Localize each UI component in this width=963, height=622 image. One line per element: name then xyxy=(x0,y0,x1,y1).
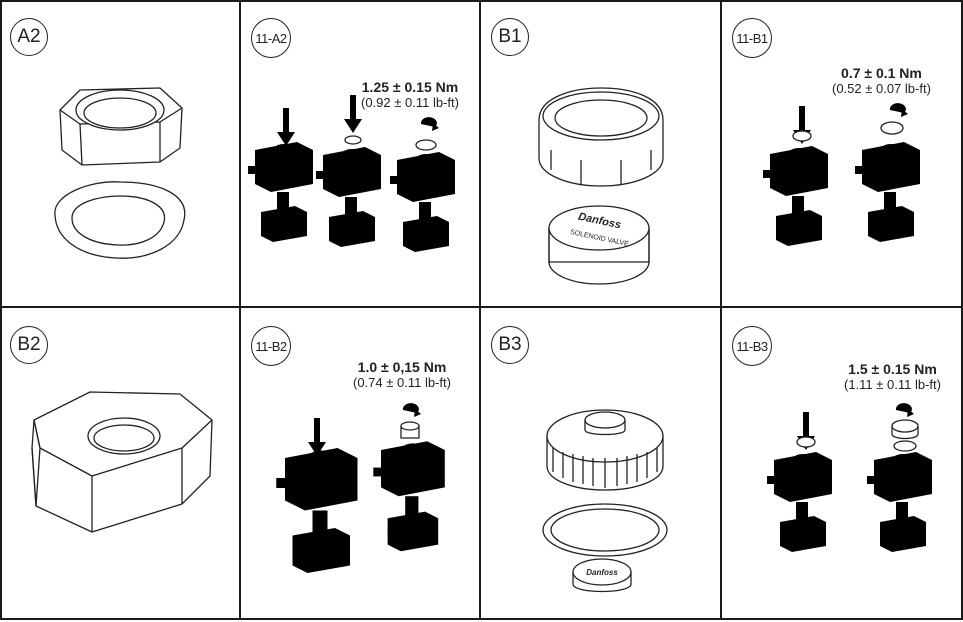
push-down-arrow-icon xyxy=(308,418,326,456)
solenoid-valve-icon xyxy=(373,441,445,552)
torque-lbft: (0.52 ± 0.07 lb-ft) xyxy=(832,81,931,96)
torque-spec: 1.0 ± 0,15 Nm (0.74 ± 0.11 lb-ft) xyxy=(353,359,451,391)
push-down-arrow-icon xyxy=(344,95,362,133)
torque-lbft: (0.92 ± 0.11 lb-ft) xyxy=(361,95,459,110)
solenoid-valve-icon xyxy=(763,146,828,246)
solenoid-valve-icon xyxy=(276,448,358,573)
torque-spec: 0.7 ± 0.1 Nm (0.52 ± 0.07 lb-ft) xyxy=(832,65,931,97)
coil-cap-icon: Danfoss SOLENOID VALVE xyxy=(548,205,650,285)
solenoid-valve-icon xyxy=(390,152,455,252)
solenoid-valve-icon xyxy=(248,142,313,242)
knurled-nut-and-cap-illustration: Danfoss SOLENOID VALVE xyxy=(538,87,664,285)
panel-label: 11-A2 xyxy=(251,18,291,58)
torque-spec: 1.25 ± 0.15 Nm (0.92 ± 0.11 lb-ft) xyxy=(361,79,459,111)
hex-nut-illustration xyxy=(31,391,213,533)
lock-nut-icon xyxy=(546,409,664,491)
panel-b1: B1 Danfoss SOLENOID VALVE xyxy=(481,0,722,308)
torque-nm: 1.0 ± 0,15 Nm xyxy=(357,359,447,375)
torque-nm: 1.5 ± 0.15 Nm xyxy=(848,361,937,377)
panel-11-b1: 11-B1 0.7 ± 0.1 Nm (0.52 ± 0.07 lb-ft) xyxy=(722,0,963,308)
lock-nut-icon xyxy=(59,87,183,166)
lock-nut-and-gasket-illustration xyxy=(54,87,186,259)
panel-label: A2 xyxy=(10,18,48,56)
solenoid-valve-icon xyxy=(767,452,832,552)
rotate-clockwise-icon xyxy=(889,103,908,117)
knob-seal-cap-illustration: Danfoss xyxy=(542,409,668,593)
coil-mounting-sequence xyxy=(248,95,455,252)
panel-label: B3 xyxy=(491,326,529,364)
panel-label: 11-B3 xyxy=(732,326,772,366)
gasket-icon xyxy=(54,181,186,259)
panel-b2: B2 xyxy=(0,308,241,620)
lock-nut-icon xyxy=(538,87,664,187)
panel-label: 11-B2 xyxy=(251,326,291,366)
solenoid-valve-icon xyxy=(867,452,932,552)
panel-11-a2: 11-A2 1.25 ± 0.15 Nm (0.92 ± 0.11 lb-ft) xyxy=(241,0,481,308)
panel-a2: A2 xyxy=(0,0,241,308)
svg-text:Danfoss: Danfoss xyxy=(586,568,618,577)
panel-b3: B3 Danfoss xyxy=(481,308,722,620)
torque-nm: 0.7 ± 0.1 Nm xyxy=(841,65,922,81)
torque-nm: 1.25 ± 0.15 Nm xyxy=(361,79,459,95)
panel-11-b2: 11-B2 1.0 ± 0,15 Nm (0.74 ± 0.11 lb-ft) xyxy=(241,308,481,620)
torque-spec: 1.5 ± 0.15 Nm (1.11 ± 0.11 lb-ft) xyxy=(844,361,941,393)
rotate-clockwise-icon xyxy=(895,403,914,417)
coil-cap-icon: Danfoss xyxy=(572,558,632,593)
solenoid-valve-icon xyxy=(316,147,381,247)
torque-lbft: (1.11 ± 0.11 lb-ft) xyxy=(844,377,941,392)
lock-nut-icon xyxy=(31,391,213,533)
rotate-clockwise-icon xyxy=(402,403,421,417)
nut-mounting-sequence xyxy=(276,403,445,573)
push-down-arrow-icon xyxy=(277,108,295,146)
knob-mounting-sequence xyxy=(767,403,932,552)
panel-label: B2 xyxy=(10,326,48,364)
gasket-icon xyxy=(542,503,668,557)
panel-11-b3: 11-B3 1.5 ± 0.15 Nm (1.11 ± 0.11 lb-ft) xyxy=(722,308,963,620)
panel-label: B1 xyxy=(491,18,529,56)
rotate-clockwise-icon xyxy=(420,117,439,131)
panel-label: 11-B1 xyxy=(732,18,772,58)
torque-lbft: (0.74 ± 0.11 lb-ft) xyxy=(353,375,451,390)
cap-mounting-sequence xyxy=(763,103,920,246)
solenoid-valve-icon xyxy=(855,142,920,242)
